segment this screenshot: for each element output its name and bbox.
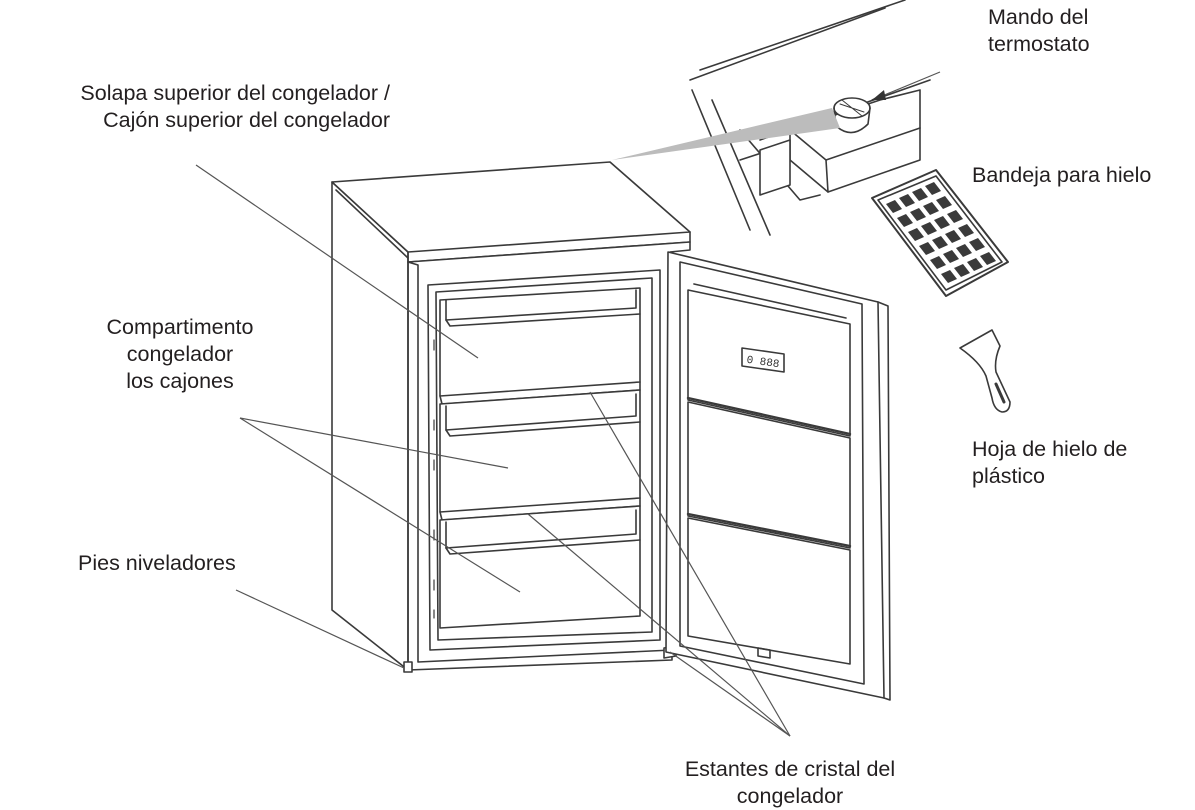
ice-cube-cell xyxy=(958,224,974,237)
freezer-drawer-bottom xyxy=(439,505,641,629)
leader-shelf-3 xyxy=(669,651,791,737)
ice-cube-cell xyxy=(925,182,941,195)
ice-cube-cell xyxy=(897,214,913,227)
ice-cube-cell xyxy=(921,222,937,235)
ice-cube-cell xyxy=(932,236,948,249)
label-ice-tray: Bandeja para hielo xyxy=(972,163,1152,187)
leader-lines xyxy=(195,71,941,737)
ice-cube-cell xyxy=(956,244,972,257)
ice-cube-cell xyxy=(945,230,961,243)
ice-cube-cell xyxy=(923,202,939,215)
ice-cube-cell xyxy=(886,200,902,213)
ice-cube-cell xyxy=(967,258,983,271)
ice-tray-icon xyxy=(871,169,1009,297)
ice-cube-cell xyxy=(930,256,946,269)
thermostat-arrow xyxy=(872,90,886,100)
label-leveling-feet: Pies niveladores xyxy=(78,551,236,575)
leader-top-flap xyxy=(195,164,479,359)
label-freezer-compartment: Compartimento congelador los cajones xyxy=(106,315,254,393)
leader-shelf-2 xyxy=(527,513,791,737)
ice-cube-cell xyxy=(943,250,959,263)
ice-cube-cell xyxy=(919,242,935,255)
label-glass-shelves: Estantes de cristal del congelador xyxy=(684,757,896,808)
ice-cube-cell xyxy=(912,188,928,201)
ice-cube-cell xyxy=(954,264,970,277)
door-display-text: 0 888 xyxy=(746,355,780,371)
ice-cube-cell xyxy=(969,238,985,251)
ice-cube-cell xyxy=(899,194,915,207)
ice-cube-cell xyxy=(910,208,926,221)
leveling-foot xyxy=(403,661,413,673)
ice-cube-cell xyxy=(980,252,996,265)
freezer-drawer-middle xyxy=(439,389,641,521)
leader-drawer-bottom xyxy=(239,417,521,593)
freezer-door xyxy=(665,251,891,701)
ice-cube-cell xyxy=(947,210,963,223)
zoom-wedge xyxy=(612,108,840,160)
freezer-drawer-top xyxy=(439,287,641,405)
ice-cube-cell xyxy=(908,228,924,241)
leader-thermostat xyxy=(881,71,941,97)
door-display xyxy=(741,347,785,373)
ice-cube-cell xyxy=(941,270,957,283)
ice-cube-cell xyxy=(936,196,952,209)
leader-drawer-middle xyxy=(239,417,509,469)
ice-cube-cell xyxy=(934,216,950,229)
label-top-flap: Solapa superior del congelador / Cajón s… xyxy=(80,81,390,132)
plastic-ice-scraper-icon xyxy=(959,329,1011,413)
leader-leveling-feet xyxy=(235,589,405,669)
label-thermostat-knob: Mando del termostato xyxy=(988,5,1090,56)
label-plastic-ice-scraper: Hoja de hielo de plástico xyxy=(972,437,1128,488)
leader-shelf-1 xyxy=(589,391,791,737)
